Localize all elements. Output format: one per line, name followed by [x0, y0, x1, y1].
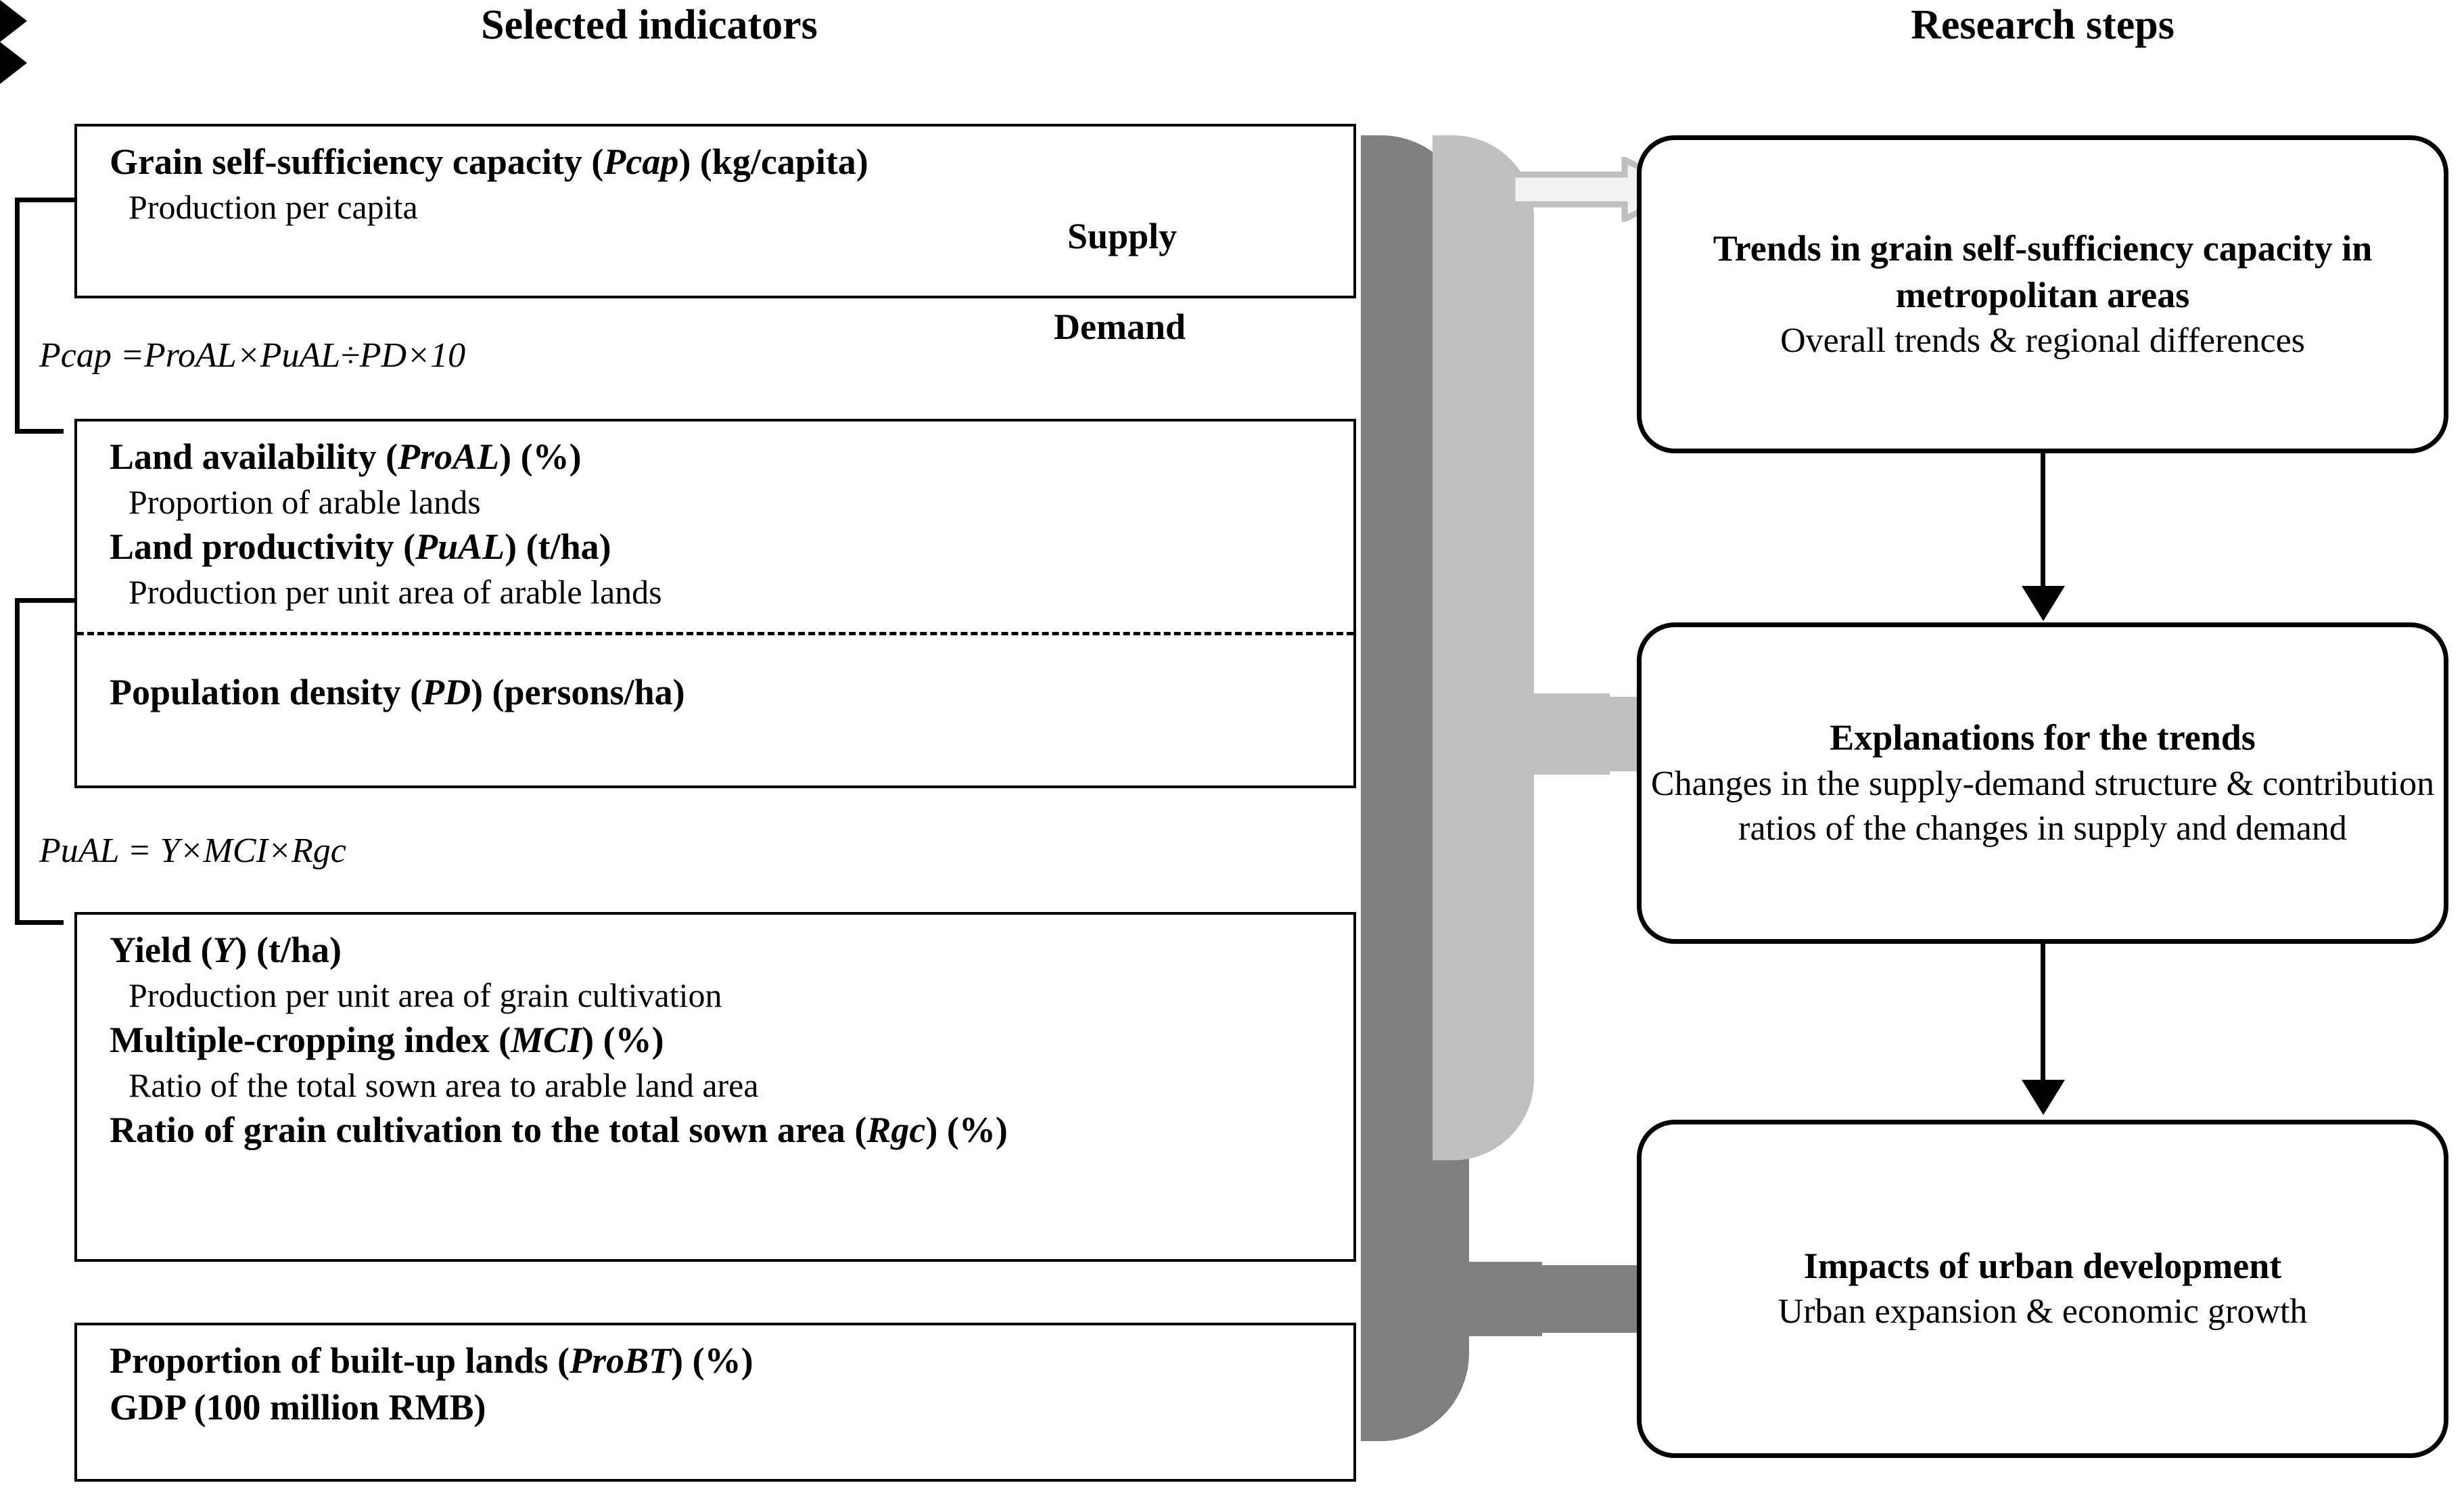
- indicator-title-pd-tail: ) (persons/ha): [471, 672, 685, 713]
- research-step-box-2: Explanations for the trends Changes in t…: [1637, 622, 2448, 944]
- indicator-box-supply-demand: Land availability (ProAL) (%) Proportion…: [74, 419, 1356, 788]
- research-step-2-title: Explanations for the trends: [1830, 717, 2256, 758]
- indicator-title-yield-var: Y: [212, 930, 235, 970]
- indicator-title-mci: Multiple-cropping index (MCI) (%): [110, 1017, 1353, 1064]
- left-column-title: Selected indicators: [481, 2, 818, 48]
- formula-pual: PuAL = Y×MCI×Rgc: [39, 831, 346, 870]
- elbow-arrow-icon-2-head: [0, 42, 27, 84]
- indicator-box-pual-components: Yield (Y) (t/ha) Production per unit are…: [74, 912, 1356, 1262]
- ribbon-light-bracket: [1433, 135, 1534, 1160]
- indicator-title-probt-main: Proportion of built-up lands (: [110, 1340, 570, 1381]
- indicator-title-proal: Land availability (ProAL) (%): [110, 434, 1353, 480]
- research-step-1-subtitle: Overall trends & regional differences: [1780, 321, 2305, 360]
- elbow-arrow-icon-1-vertical: [15, 198, 20, 434]
- research-step-3-subtitle: Urban expansion & economic growth: [1777, 1292, 2308, 1331]
- indicator-desc-pcap: Production per capita: [129, 188, 418, 227]
- down-arrow-icon-2-head: [2022, 1080, 2065, 1115]
- elbow-arrow-icon-1-head: [0, 0, 27, 42]
- indicator-title-pual-var: PuAL: [415, 526, 505, 568]
- indicator-title-mci-var: MCI: [511, 1020, 582, 1061]
- indicator-title-mci-main: Multiple-cropping index (: [110, 1020, 511, 1061]
- down-arrow-icon-1-head: [2022, 586, 2065, 621]
- indicator-desc-pual: Production per unit area of arable lands: [129, 573, 662, 612]
- elbow-arrow-icon-2-top: [15, 598, 77, 603]
- research-step-3-title: Impacts of urban development: [1803, 1246, 2282, 1287]
- supply-label: Supply: [1067, 216, 1178, 256]
- indicator-desc-mci: Ratio of the total sown area to arable l…: [129, 1066, 759, 1105]
- indicator-title-pcap-var: Pcap: [603, 141, 679, 182]
- indicator-title-rgc: Ratio of grain cultivation to the total …: [110, 1107, 1353, 1154]
- indicator-title-rgc-tail: ) (%): [925, 1110, 1008, 1151]
- indicator-title-rgc-main: Ratio of grain cultivation to the total …: [110, 1110, 867, 1151]
- indicator-title-pcap: Grain self-sufficiency capacity (Pcap) (…: [110, 139, 1353, 185]
- indicator-title-pcap-tail: ) (kg/capita): [678, 141, 868, 182]
- indicator-title-proal-main: Land availability (: [110, 436, 398, 477]
- elbow-arrow-icon-1-bottom: [15, 429, 64, 434]
- indicator-title-pual-main: Land productivity (: [110, 526, 416, 568]
- indicator-title-pd-main: Population density (: [110, 672, 423, 713]
- indicator-title-pual: Land productivity (PuAL) (t/ha): [110, 524, 1353, 570]
- indicator-title-rgc-var: Rgc: [866, 1110, 926, 1151]
- indicator-title-yield-main: Yield (: [110, 930, 213, 970]
- demand-label: Demand: [1054, 306, 1186, 347]
- indicator-box-pual-content: Yield (Y) (t/ha) Production per unit are…: [77, 915, 1353, 1154]
- indicator-title-proal-var: ProAL: [398, 436, 500, 477]
- indicator-title-pcap-main: Grain self-sufficiency capacity (: [110, 141, 604, 182]
- research-step-box-3: Impacts of urban development Urban expan…: [1637, 1120, 2448, 1458]
- indicator-title-probt: Proportion of built-up lands (ProBT) (%): [110, 1338, 1353, 1384]
- indicator-box-urban: Proportion of built-up lands (ProBT) (%)…: [74, 1323, 1356, 1482]
- down-arrow-icon-1-line: [2041, 453, 2045, 589]
- elbow-arrow-icon-2-vertical: [15, 598, 20, 925]
- elbow-arrow-icon-2-bottom: [15, 920, 64, 925]
- indicator-title-yield-tail: ) (t/ha): [235, 930, 342, 970]
- indicator-title-yield: Yield (Y) (t/ha): [110, 927, 1353, 974]
- research-step-2-subtitle: Changes in the supply-demand structure &…: [1650, 764, 2435, 848]
- indicator-box-urban-content: Proportion of built-up lands (ProBT) (%)…: [77, 1325, 1353, 1431]
- down-arrow-icon-2-line: [2041, 944, 2045, 1083]
- indicator-box-supply-demand-content: Land availability (ProAL) (%) Proportion…: [77, 421, 1353, 716]
- research-step-1-title: Trends in grain self-sufficiency capacit…: [1713, 227, 2373, 315]
- research-step-box-1: Trends in grain self-sufficiency capacit…: [1637, 135, 2448, 453]
- supply-demand-divider: [77, 632, 1353, 635]
- spacer: [110, 614, 1353, 669]
- indicator-title-pd-var: PD: [422, 672, 471, 713]
- indicator-title-probt-tail: ) (%): [671, 1340, 753, 1381]
- indicator-box-pcap: Grain self-sufficiency capacity (Pcap) (…: [74, 124, 1356, 298]
- indicator-title-mci-tail: ) (%): [582, 1020, 664, 1061]
- indicator-title-pd: Population density (PD) (persons/ha): [110, 669, 1353, 716]
- indicator-title-gdp: GDP (100 million RMB): [110, 1387, 486, 1428]
- elbow-arrow-icon-1-top: [15, 198, 77, 202]
- indicator-box-pcap-content: Grain self-sufficiency capacity (Pcap) (…: [77, 127, 1353, 229]
- indicator-title-pual-tail: ) (t/ha): [505, 526, 611, 568]
- indicator-title-proal-tail: ) (%): [499, 436, 582, 477]
- indicator-desc-proal: Proportion of arable lands: [129, 483, 481, 522]
- right-column-title: Research steps: [1911, 2, 2175, 48]
- indicator-title-probt-var: ProBT: [569, 1340, 672, 1381]
- formula-pcap: Pcap =ProAL×PuAL÷PD×10: [39, 336, 466, 375]
- indicator-desc-yield: Production per unit area of grain cultiv…: [129, 976, 722, 1015]
